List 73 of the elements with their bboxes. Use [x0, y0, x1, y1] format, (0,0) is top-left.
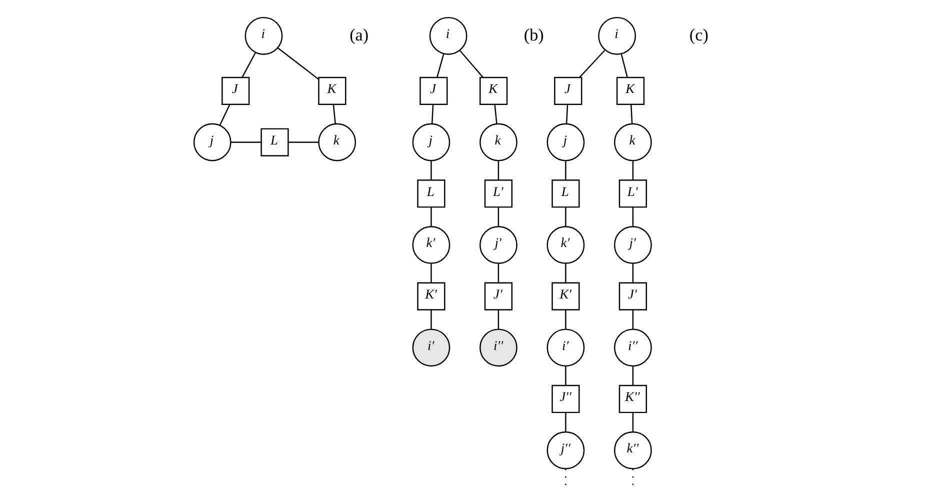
connector	[230, 141, 262, 142]
connector	[498, 263, 500, 282]
node-circle: k′	[546, 226, 585, 264]
node-circle: i′	[412, 328, 450, 366]
node-box: J′′	[552, 384, 580, 413]
node-circle: k′′	[614, 430, 652, 469]
connector	[242, 52, 256, 78]
label: (b)	[524, 24, 544, 44]
connector	[632, 206, 634, 226]
connector	[278, 47, 319, 80]
connector	[219, 104, 230, 126]
connector	[332, 104, 336, 124]
connector	[430, 160, 432, 180]
connector	[430, 206, 432, 226]
node-circle: j′	[480, 226, 518, 264]
connector	[430, 263, 432, 282]
node-circle: j	[412, 122, 450, 161]
node-circle: k′	[412, 226, 450, 264]
connector	[565, 309, 566, 329]
node-circle: j′	[614, 226, 652, 264]
node-box: L′	[618, 179, 647, 208]
node-box: J′	[484, 282, 513, 310]
node-box: K	[318, 76, 346, 104]
connector	[288, 141, 318, 142]
connector	[632, 160, 634, 180]
connector	[579, 49, 606, 78]
node-box: L	[417, 179, 446, 208]
connector	[632, 263, 634, 282]
connector	[498, 309, 500, 329]
connector	[431, 104, 434, 124]
node-box: J	[420, 76, 448, 104]
node-circle: k	[614, 122, 652, 161]
node-circle: i′′	[480, 328, 518, 366]
connector	[565, 366, 566, 385]
node-circle: j	[546, 122, 585, 161]
connector	[632, 412, 634, 432]
node-box: K′′	[618, 384, 647, 413]
node-circle: j	[193, 122, 232, 161]
node-box: J′	[618, 282, 647, 310]
connector	[459, 49, 484, 78]
connector	[565, 412, 566, 432]
connector	[498, 206, 500, 226]
connector	[632, 309, 634, 329]
node-box: J	[554, 76, 582, 104]
connector	[565, 206, 566, 226]
node-circle: j′′	[546, 430, 585, 469]
node-box: K′	[552, 282, 580, 310]
node-box: J	[222, 76, 250, 104]
node-box: L	[552, 179, 580, 208]
node-circle: i	[598, 16, 636, 54]
node-box: K	[480, 76, 508, 104]
connector	[565, 160, 566, 180]
node-circle: i′′	[614, 328, 652, 366]
connector	[498, 160, 500, 180]
node-box: K	[616, 76, 645, 104]
node-circle: i	[244, 16, 283, 54]
connector	[436, 53, 444, 77]
connector	[630, 104, 633, 124]
connector	[566, 104, 568, 124]
connector	[494, 104, 498, 124]
node-box: L′	[484, 179, 513, 208]
connector	[565, 263, 566, 282]
label: (a)	[350, 24, 369, 44]
connector	[620, 53, 628, 77]
node-circle: i	[429, 16, 468, 54]
node-circle: k	[480, 122, 518, 161]
connector	[632, 366, 634, 385]
label: (c)	[689, 24, 708, 44]
node-box: K′	[417, 282, 446, 310]
node-circle: i′	[546, 328, 585, 366]
node-box: L	[260, 128, 289, 156]
node-circle: k	[318, 122, 356, 161]
connector	[430, 309, 432, 329]
